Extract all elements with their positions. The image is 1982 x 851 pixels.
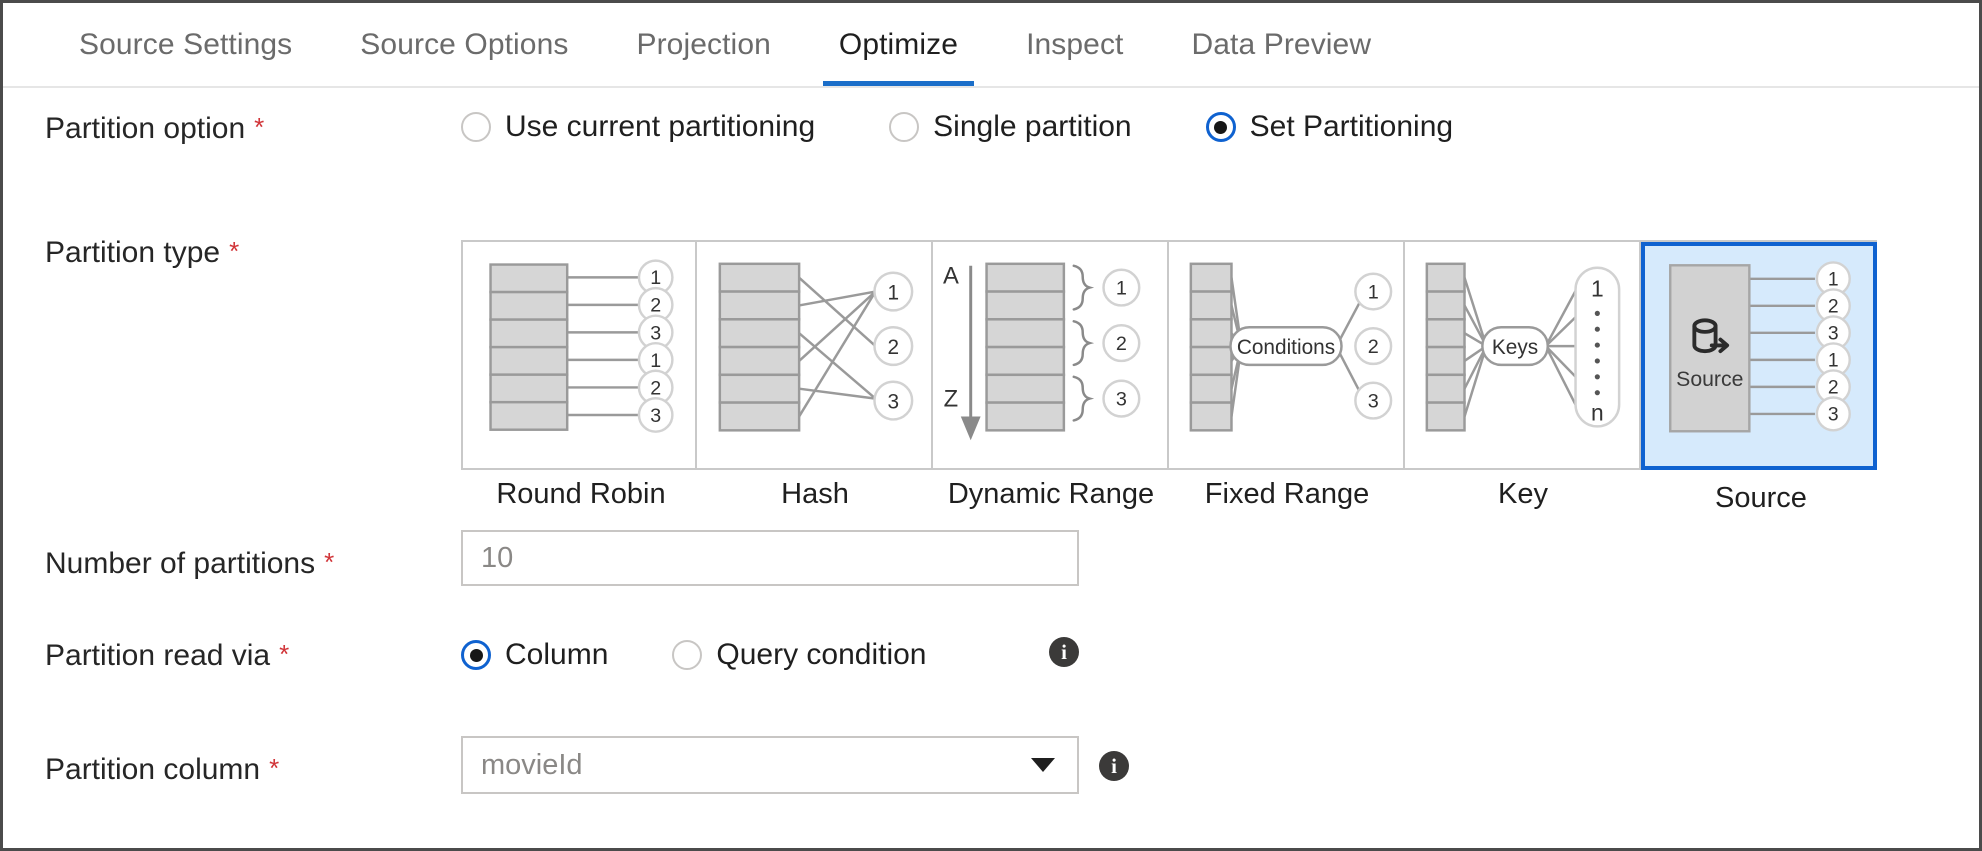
number-of-partitions-value: 10 [481, 541, 514, 574]
partition-read-via-required: * [279, 639, 290, 669]
svg-text:2: 2 [1828, 378, 1839, 399]
svg-text:3: 3 [888, 391, 900, 414]
partition-column-required: * [269, 753, 280, 783]
svg-text:Conditions: Conditions [1237, 336, 1335, 359]
partition-column-value: movieId [481, 748, 583, 781]
number-of-partitions-label: Number of partitions * [45, 547, 334, 581]
svg-text:1: 1 [650, 267, 661, 289]
svg-text:1: 1 [650, 350, 661, 372]
tab-label: Projection [636, 27, 771, 61]
tab-label: Source Settings [79, 27, 293, 61]
partition-read-via-radio-group: Column Query condition [461, 638, 927, 672]
info-icon-partition-column[interactable]: i [1099, 751, 1129, 781]
svg-text:3: 3 [650, 322, 661, 344]
tab-projection[interactable]: Projection [602, 3, 804, 86]
svg-text:1: 1 [888, 281, 900, 304]
info-icon-partition-read-via[interactable]: i [1049, 637, 1079, 667]
info-icon-glyph: i [1061, 639, 1067, 664]
svg-text:2: 2 [1368, 336, 1379, 358]
partition-read-via-label-text: Partition read via [45, 639, 271, 672]
partition-type-card-round-robin[interactable]: 1 2 3 1 2 3 Round Robin [461, 242, 697, 510]
partition-type-label: Partition type * [45, 236, 239, 270]
tab-data-preview[interactable]: Data Preview [1158, 3, 1406, 86]
tab-list: Source Settings Source Options Projection O… [3, 3, 1979, 86]
svg-text:2: 2 [1116, 333, 1127, 355]
partition-type-card-list: 1 2 3 1 2 3 Round Robin [461, 240, 1877, 514]
tab-inspect[interactable]: Inspect [992, 3, 1157, 86]
radio-indicator [889, 112, 920, 142]
radio-column[interactable]: Column [461, 638, 608, 672]
radio-label: Column [505, 638, 609, 671]
radio-label: Set Partitioning [1249, 110, 1454, 143]
number-of-partitions-input[interactable]: 10 [461, 530, 1079, 586]
partition-type-card-dynamic-range[interactable]: A Z [933, 242, 1169, 510]
partition-column-dropdown[interactable]: movieId [461, 736, 1079, 794]
partition-column-label-text: Partition column [45, 753, 261, 786]
partition-read-via-label: Partition read via * [45, 639, 289, 673]
info-icon-glyph: i [1111, 753, 1117, 778]
partition-type-card-source[interactable]: Source 1 2 3 1 2 3 [1641, 242, 1877, 514]
partition-type-label-text: Partition type [45, 236, 221, 269]
form-body: Partition option * Use current partitioni… [3, 88, 1979, 848]
radio-indicator [461, 640, 491, 670]
radio-label: Query condition [716, 638, 927, 671]
svg-text:2: 2 [888, 336, 900, 359]
partition-type-required: * [229, 236, 240, 266]
svg-text:1: 1 [1368, 282, 1379, 304]
chevron-down-icon [1031, 758, 1055, 772]
svg-text:2: 2 [650, 295, 661, 317]
radio-query-condition[interactable]: Query condition [672, 638, 927, 672]
radio-label: Single partition [933, 110, 1132, 143]
radio-set-partitioning[interactable]: Set Partitioning [1205, 110, 1454, 144]
tab-label: Source Options [360, 27, 569, 61]
svg-text:2: 2 [650, 377, 661, 399]
tab-active-underline [822, 81, 975, 86]
tab-bar: Source Settings Source Options Projection O… [3, 3, 1979, 88]
partition-type-card-label: Dynamic Range [947, 478, 1155, 510]
tab-source-settings[interactable]: Source Settings [45, 3, 326, 86]
radio-label: Use current partitioning [505, 110, 816, 143]
svg-text:1: 1 [1828, 270, 1839, 291]
partition-option-radio-group: Use current partitioning Single partitio… [461, 110, 1453, 144]
tab-label: Data Preview [1191, 27, 1372, 61]
partition-option-required: * [254, 112, 265, 142]
radio-use-current-partitioning[interactable]: Use current partitioning [461, 110, 815, 144]
tab-label: Optimize [838, 27, 959, 61]
svg-text:3: 3 [1368, 391, 1379, 413]
tab-source-options[interactable]: Source Options [326, 3, 602, 86]
svg-text:3: 3 [1116, 389, 1127, 411]
radio-indicator [672, 640, 703, 670]
svg-text:Keys: Keys [1492, 336, 1538, 359]
radio-single-partition[interactable]: Single partition [889, 110, 1132, 144]
partition-type-card-key[interactable]: Keys 1 n Key [1405, 242, 1641, 510]
partition-option-label: Partition option * [45, 112, 264, 146]
number-of-partitions-required: * [324, 547, 335, 577]
svg-text:1: 1 [1116, 278, 1127, 300]
partition-column-label: Partition column * [45, 753, 279, 787]
svg-text:2: 2 [1828, 297, 1839, 318]
svg-text:3: 3 [650, 405, 661, 427]
svg-text:n: n [1591, 399, 1604, 425]
radio-indicator [461, 112, 491, 142]
svg-text:3: 3 [1828, 324, 1839, 345]
svg-text:Source: Source [1676, 368, 1743, 391]
partition-option-label-text: Partition option [45, 112, 246, 145]
svg-text:A: A [943, 263, 959, 290]
number-of-partitions-label-text: Number of partitions [45, 547, 316, 580]
partition-type-card-label: Key [1498, 478, 1548, 510]
partition-type-card-fixed-range[interactable]: Conditions 1 2 3 Fixed Range [1169, 242, 1405, 510]
tab-label: Inspect [1026, 27, 1124, 61]
radio-indicator [1205, 112, 1236, 142]
partition-type-card-hash[interactable]: 1 2 3 Hash [697, 242, 933, 510]
partition-type-card-label: Fixed Range [1204, 478, 1370, 510]
svg-text:1: 1 [1591, 276, 1604, 302]
partition-type-card-label: Hash [781, 478, 849, 510]
svg-text:1: 1 [1828, 351, 1839, 372]
svg-text:Z: Z [944, 386, 959, 413]
tab-optimize[interactable]: Optimize [805, 3, 992, 86]
svg-text:3: 3 [1828, 405, 1839, 426]
partition-type-card-label: Source [1715, 482, 1807, 514]
partition-type-card-label: Round Robin [496, 478, 666, 510]
